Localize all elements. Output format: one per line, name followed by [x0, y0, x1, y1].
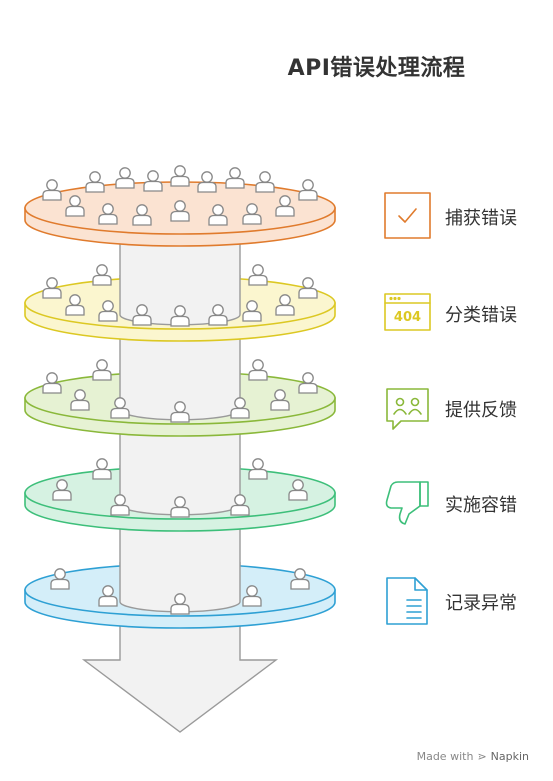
person-icon: [42, 179, 62, 201]
person-icon: [225, 167, 245, 189]
feedback-people-icon: [386, 388, 429, 430]
disc-5: [24, 556, 336, 629]
person-icon: [248, 264, 268, 286]
person-icon: [92, 359, 112, 381]
person-icon: [85, 171, 105, 193]
disc-1: [24, 165, 336, 247]
person-icon: [298, 179, 318, 201]
icon-404-text: 404: [394, 310, 421, 325]
person-icon: [115, 167, 135, 189]
person-icon: [92, 264, 112, 286]
step-label-2: 分类错误: [445, 305, 517, 326]
person-icon: [255, 171, 275, 193]
person-icon: [170, 165, 190, 187]
napkin-logo-icon: ⋗: [477, 750, 487, 763]
step-label-4: 实施容错: [445, 495, 517, 516]
person-icon: [248, 458, 268, 480]
thumbs-down-icon: [385, 481, 429, 525]
disc-2: [24, 264, 336, 342]
step-label-3: 提供反馈: [445, 400, 517, 421]
page-title: API错误处理流程: [287, 56, 466, 81]
person-icon: [248, 359, 268, 381]
step-label-1: 捕获错误: [445, 208, 517, 229]
checkmark-icon: [384, 192, 431, 239]
brand-name: Napkin: [490, 750, 529, 763]
step-label-5: 记录异常: [445, 593, 517, 614]
document-icon: [386, 577, 428, 625]
footer: Made with ⋗ Napkin: [417, 750, 529, 763]
disc-3: [24, 359, 336, 437]
disc-4: [24, 458, 336, 532]
person-icon: [143, 170, 163, 192]
made-with-text: Made with: [416, 750, 474, 763]
person-icon: [92, 458, 112, 480]
404-page-icon: 404: [384, 293, 431, 331]
